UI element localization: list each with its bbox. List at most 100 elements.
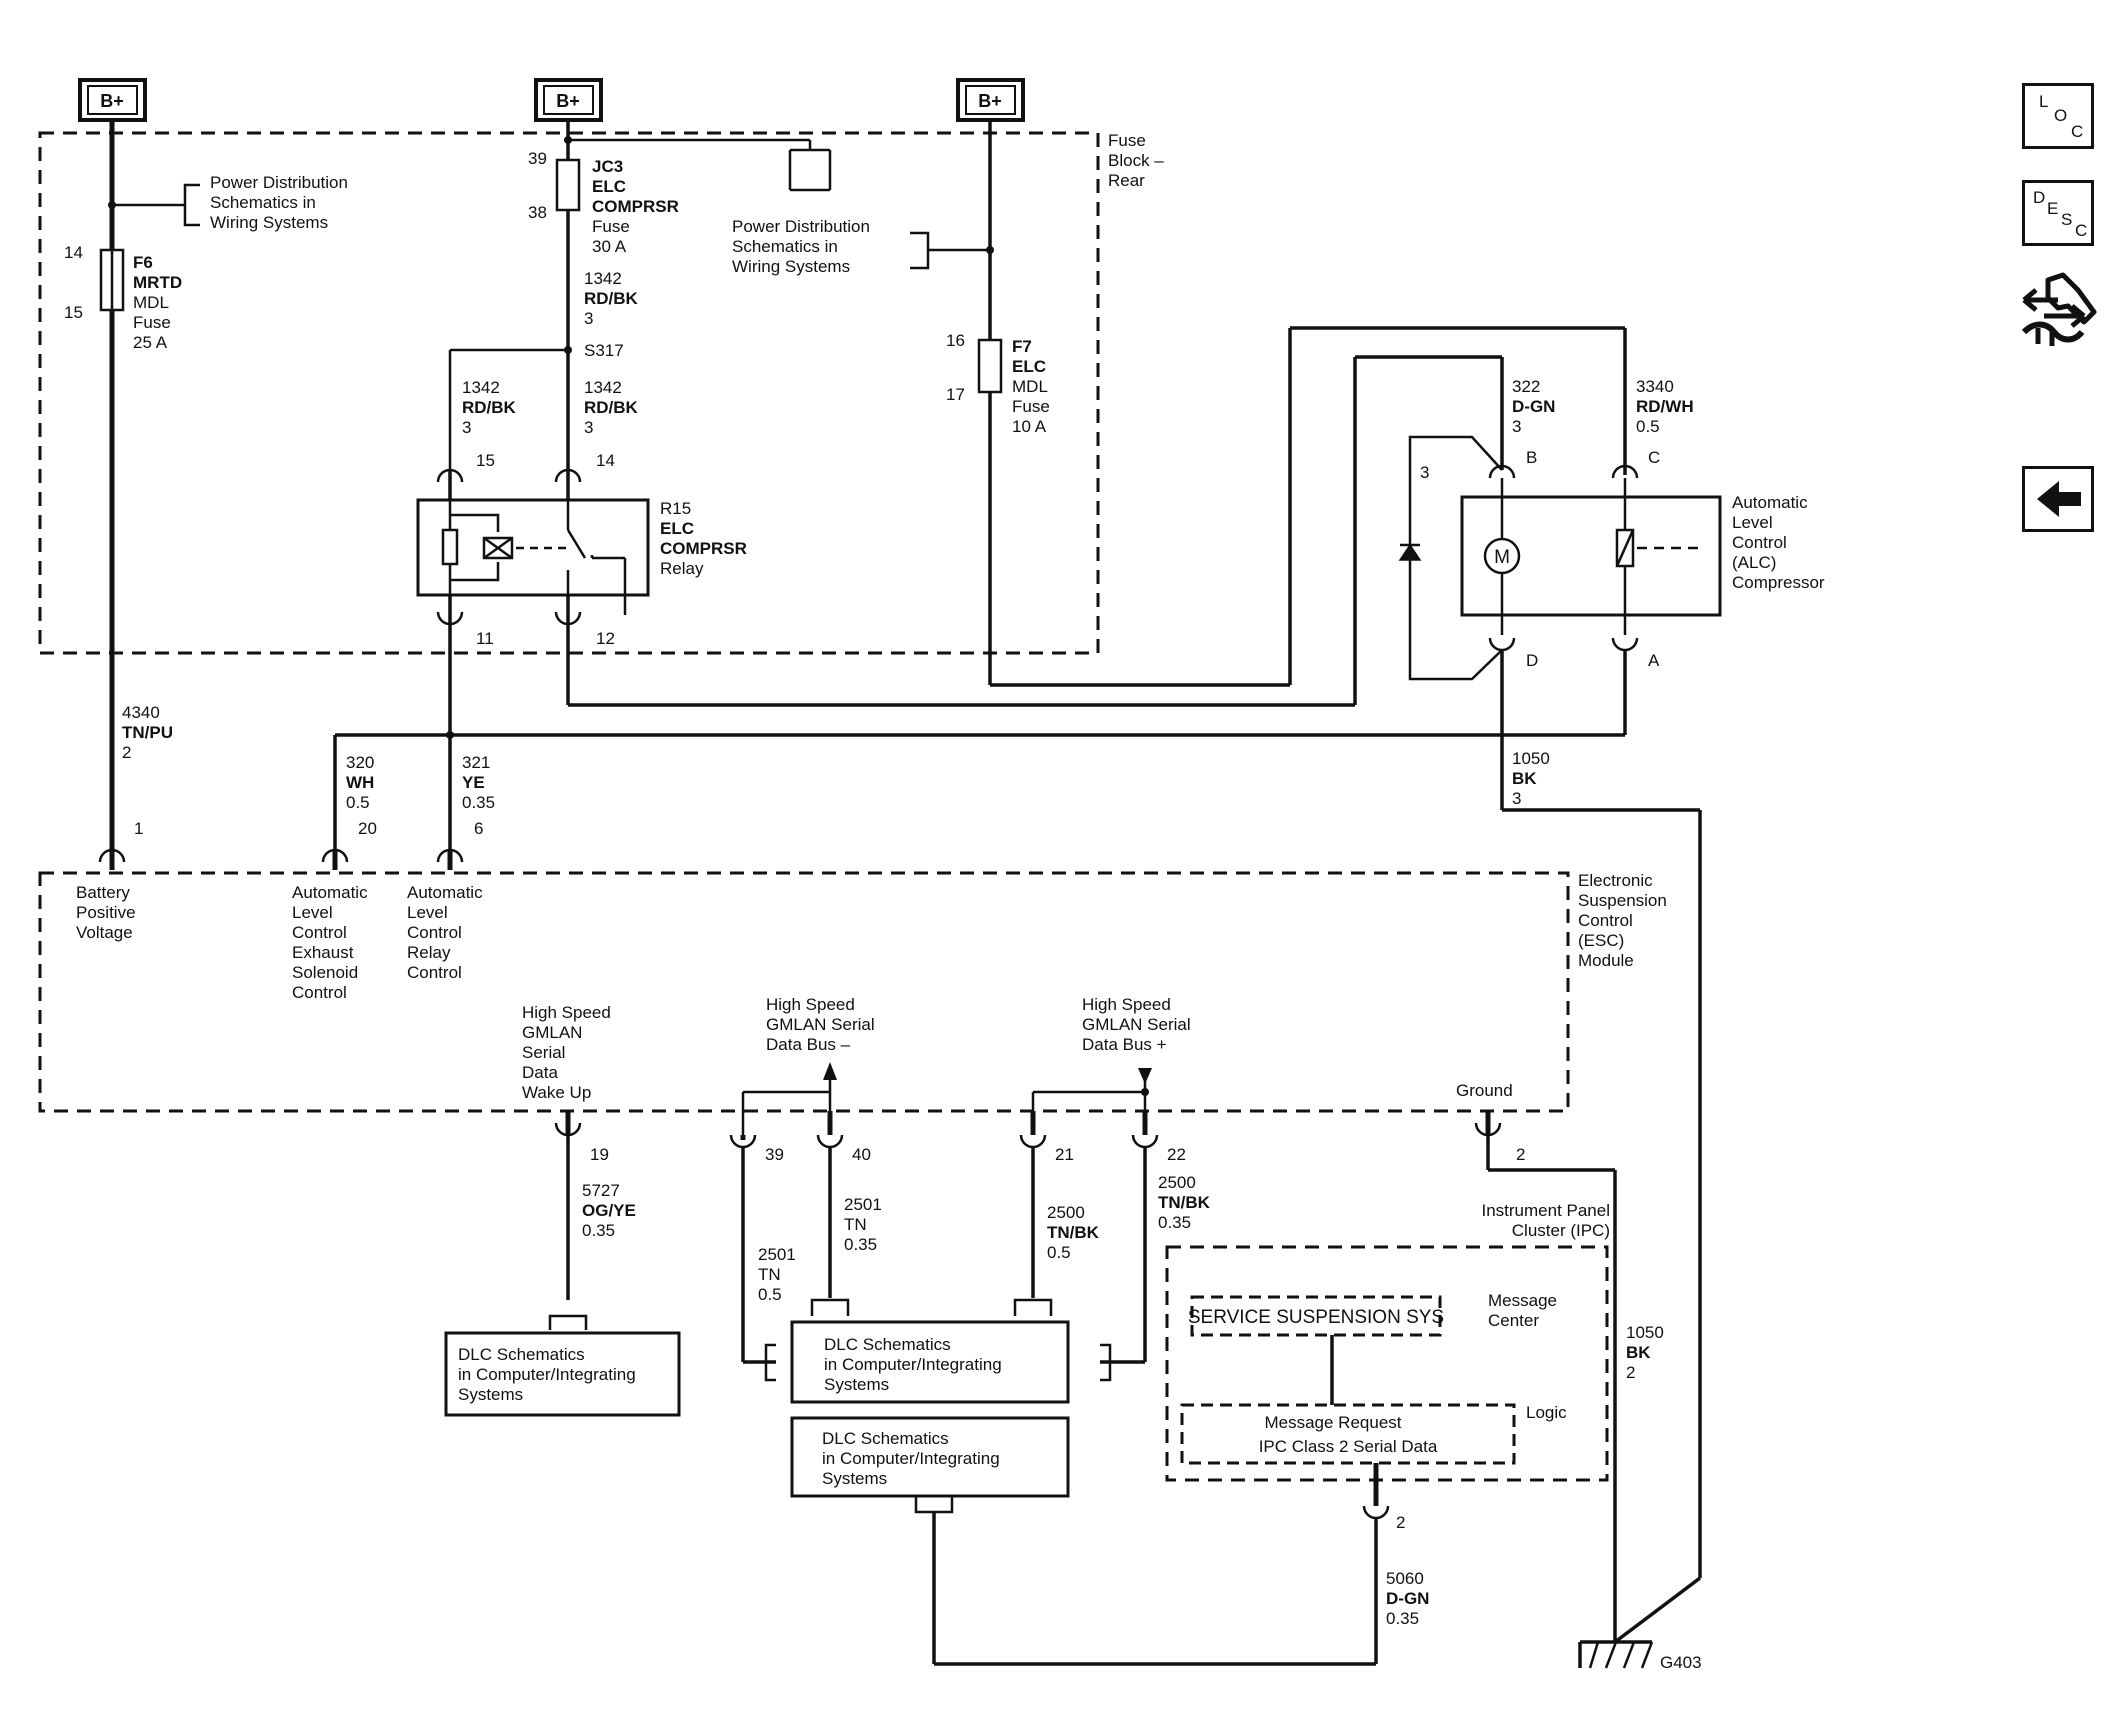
relay-control-label: Automatic Level Control Relay Control bbox=[407, 883, 483, 982]
svg-text:(ESC): (ESC) bbox=[1578, 931, 1624, 950]
ipc-outline bbox=[1165, 1245, 1609, 1482]
svg-text:TN/PU: TN/PU bbox=[122, 723, 173, 742]
wire-2501a-label: 2501 TN 0.35 bbox=[844, 1195, 882, 1254]
svg-text:COMPRSR: COMPRSR bbox=[592, 197, 679, 216]
svg-text:Rear: Rear bbox=[1108, 171, 1145, 190]
svg-text:WH: WH bbox=[346, 773, 374, 792]
svg-text:5060: 5060 bbox=[1386, 1569, 1424, 1588]
svg-text:Exhaust: Exhaust bbox=[292, 943, 354, 962]
loc-button[interactable]: L O C bbox=[2022, 83, 2094, 149]
svg-text:0.35: 0.35 bbox=[462, 793, 495, 812]
wire-5727-label: 5727 OG/YE 0.35 bbox=[582, 1181, 636, 1240]
esc-pin-6: 6 bbox=[474, 819, 483, 838]
svg-text:GMLAN Serial: GMLAN Serial bbox=[1082, 1015, 1191, 1034]
svg-text:ELC: ELC bbox=[592, 177, 626, 196]
alc-pin-c: C bbox=[1648, 448, 1660, 467]
svg-text:Control: Control bbox=[1732, 533, 1787, 552]
jc3-pin-top: 39 bbox=[528, 149, 547, 168]
svg-text:(ALC): (ALC) bbox=[1732, 553, 1776, 572]
svg-text:1342: 1342 bbox=[584, 378, 622, 397]
svg-text:ELC: ELC bbox=[1012, 357, 1046, 376]
svg-text:3340: 3340 bbox=[1636, 377, 1674, 396]
svg-text:3: 3 bbox=[584, 309, 593, 328]
svg-text:B+: B+ bbox=[978, 91, 1002, 111]
esc-module-label: Electronic Suspension Control (ESC) Modu… bbox=[1578, 871, 1667, 970]
svg-text:in Computer/Integrating: in Computer/Integrating bbox=[822, 1449, 1000, 1468]
svg-text:Message Request: Message Request bbox=[1264, 1413, 1401, 1432]
wire-3340-label: 3340 RD/WH 0.5 bbox=[1636, 377, 1694, 436]
back-button[interactable] bbox=[2022, 466, 2094, 532]
esc-pin-40: 40 bbox=[852, 1145, 871, 1164]
relay-pin-11: 11 bbox=[476, 629, 494, 648]
svg-text:Automatic: Automatic bbox=[1732, 493, 1808, 512]
svg-text:5727: 5727 bbox=[582, 1181, 620, 1200]
esc-pin-1: 1 bbox=[134, 819, 143, 838]
bplus-box-right: B+ bbox=[956, 78, 1025, 122]
svg-text:Solenoid: Solenoid bbox=[292, 963, 358, 982]
svg-text:Fuse: Fuse bbox=[592, 217, 630, 236]
svg-text:RD/BK: RD/BK bbox=[462, 398, 517, 417]
svg-text:MDL: MDL bbox=[133, 293, 169, 312]
svg-text:D-GN: D-GN bbox=[1512, 397, 1555, 416]
svg-text:MDL: MDL bbox=[1012, 377, 1048, 396]
svg-text:Message: Message bbox=[1488, 1291, 1557, 1310]
ipc-pin-2: 2 bbox=[1396, 1513, 1405, 1532]
svg-text:SERVICE SUSPENSION SYS: SERVICE SUSPENSION SYS bbox=[1188, 1307, 1444, 1328]
wire-320-label: 320 WH 0.5 bbox=[346, 753, 374, 812]
svg-text:GMLAN: GMLAN bbox=[522, 1023, 582, 1042]
svg-text:Serial: Serial bbox=[522, 1043, 565, 1062]
svg-text:0.35: 0.35 bbox=[1386, 1609, 1419, 1628]
wire-321-label: 321 YE 0.35 bbox=[462, 753, 495, 812]
svg-text:Systems: Systems bbox=[822, 1469, 887, 1488]
svg-text:GMLAN Serial: GMLAN Serial bbox=[766, 1015, 875, 1034]
svg-text:Wake Up: Wake Up bbox=[522, 1083, 591, 1102]
relay-output-wire bbox=[566, 355, 1504, 707]
svg-text:Automatic: Automatic bbox=[407, 883, 483, 902]
svg-text:F7: F7 bbox=[1012, 337, 1032, 356]
wakeup-label: High Speed GMLAN Serial Data Wake Up bbox=[522, 1003, 611, 1102]
alc-pin-a: A bbox=[1648, 651, 1660, 670]
desc-button[interactable]: D E S C bbox=[2022, 180, 2094, 246]
svg-text:B+: B+ bbox=[100, 91, 124, 111]
esc-pin-21: 21 bbox=[1055, 1145, 1074, 1164]
svg-text:Positive: Positive bbox=[76, 903, 136, 922]
svg-text:0.5: 0.5 bbox=[1047, 1243, 1071, 1262]
bus-minus-label: High Speed GMLAN Serial Data Bus – bbox=[766, 995, 875, 1054]
relay-r15 bbox=[416, 468, 650, 626]
svg-text:Electronic: Electronic bbox=[1578, 871, 1653, 890]
svg-text:2501: 2501 bbox=[844, 1195, 882, 1214]
pd-ref-center: Power Distribution Schematics in Wiring … bbox=[732, 217, 870, 276]
svg-text:2500: 2500 bbox=[1158, 1173, 1196, 1192]
wire-1342-right-label: 1342 RD/BK 3 bbox=[584, 378, 639, 437]
svg-text:ELC: ELC bbox=[660, 519, 694, 538]
svg-text:RD/BK: RD/BK bbox=[584, 289, 639, 308]
connector-icon[interactable] bbox=[2018, 270, 2100, 350]
svg-text:Systems: Systems bbox=[458, 1385, 523, 1404]
svg-text:TN: TN bbox=[758, 1265, 781, 1284]
svg-text:High Speed: High Speed bbox=[766, 995, 855, 1014]
svg-text:TN/BK: TN/BK bbox=[1047, 1223, 1100, 1242]
bplus-box-left: B+ bbox=[78, 78, 147, 122]
svg-text:Control: Control bbox=[292, 923, 347, 942]
svg-text:Power Distribution: Power Distribution bbox=[732, 217, 870, 236]
alc-compressor-label: Automatic Level Control (ALC) Compressor bbox=[1732, 493, 1825, 592]
wire-1050-bottom-label: 1050 BK 2 bbox=[1626, 1323, 1664, 1382]
svg-text:0.5: 0.5 bbox=[1636, 417, 1660, 436]
wire-2501b-label: 2501 TN 0.5 bbox=[758, 1245, 796, 1304]
wire-1050-top-label: 1050 BK 3 bbox=[1512, 749, 1550, 808]
ipc-logic: Message Request IPC Class 2 Serial Data … bbox=[1180, 1403, 1567, 1520]
alc-diode-pin: 3 bbox=[1420, 463, 1429, 482]
svg-text:Power Distribution: Power Distribution bbox=[210, 173, 348, 192]
esc-bus-wiring bbox=[554, 1062, 1617, 1642]
svg-text:Center: Center bbox=[1488, 1311, 1539, 1330]
svg-text:2500: 2500 bbox=[1047, 1203, 1085, 1222]
svg-text:322: 322 bbox=[1512, 377, 1540, 396]
svg-text:JC3: JC3 bbox=[592, 157, 623, 176]
esc-ground-label: Ground bbox=[1456, 1081, 1513, 1100]
svg-text:25 A: 25 A bbox=[133, 333, 168, 352]
ipc-message-center: SERVICE SUSPENSION SYS Message Center bbox=[1188, 1291, 1557, 1405]
bus-plus-label: High Speed GMLAN Serial Data Bus + bbox=[1082, 995, 1191, 1054]
svg-text:2: 2 bbox=[1626, 1363, 1635, 1382]
f7-fuse-label: F7 ELC MDL Fuse 10 A bbox=[1012, 337, 1050, 436]
esc-module-outline bbox=[38, 871, 1570, 1113]
